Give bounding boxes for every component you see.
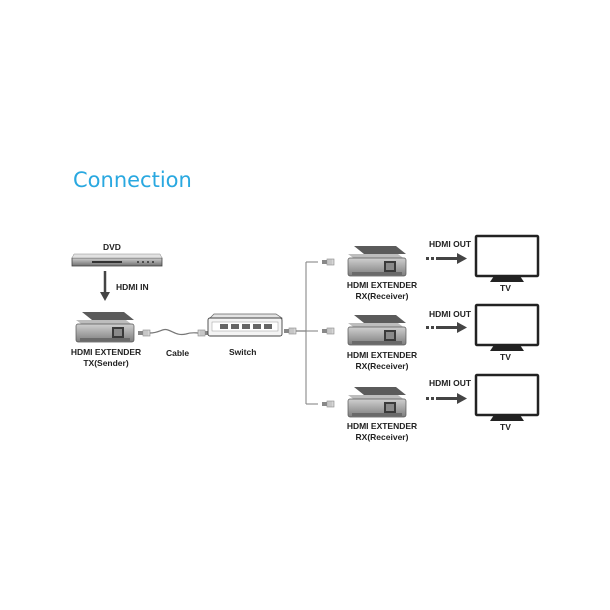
hdmi-out-arrow-icon (436, 253, 467, 404)
distribution-lines (305, 261, 318, 405)
switch-label: Switch (229, 347, 257, 357)
cable-connector-icon (321, 258, 335, 408)
rx-extender-box-icon-3 (347, 386, 407, 418)
tv-icon-2 (474, 303, 540, 353)
rx-label-line1: HDMI EXTENDER (346, 350, 418, 360)
tx-label-line1: HDMI EXTENDER (70, 347, 142, 357)
dvd-player-icon (71, 253, 163, 267)
rx-label-3: HDMI EXTENDER RX(Receiver) (334, 421, 430, 443)
rx-label-1: HDMI EXTENDER RX(Receiver) (334, 280, 430, 302)
dash-marks (426, 257, 434, 400)
rx-label-line1: HDMI EXTENDER (346, 421, 418, 431)
network-switch-icon (207, 313, 284, 337)
tv-icon-3 (474, 373, 540, 423)
hdmi-in-label: HDMI IN (116, 282, 149, 292)
dvd-label: DVD (103, 242, 121, 252)
tx-label: HDMI EXTENDER TX(Sender) (63, 347, 149, 369)
rx-label-line2: RX(Receiver) (355, 361, 409, 371)
tv-label-1: TV (500, 283, 511, 293)
tv-label-2: TV (500, 352, 511, 362)
diagram-title: Connection (73, 168, 192, 192)
rx-label-2: HDMI EXTENDER RX(Receiver) (334, 350, 430, 372)
hdmi-out-label-3: HDMI OUT (429, 378, 472, 388)
tx-label-line2: TX(Sender) (83, 358, 129, 368)
hdmi-out-label-1: HDMI OUT (429, 239, 472, 249)
rx-label-line1: HDMI EXTENDER (346, 280, 418, 290)
hdmi-in-arrow-icon (100, 271, 110, 301)
rx-label-line2: RX(Receiver) (355, 291, 409, 301)
rx-extender-box-icon-1 (347, 245, 407, 277)
tv-label-3: TV (500, 422, 511, 432)
cable-label: Cable (166, 348, 190, 358)
cable-tx-to-switch (137, 328, 211, 337)
cable-switch-out (283, 327, 306, 335)
rx-extender-box-icon-2 (347, 314, 407, 346)
rx-label-line2: RX(Receiver) (355, 432, 409, 442)
tx-extender-box-icon (75, 311, 135, 343)
tv-icon-1 (474, 234, 540, 284)
hdmi-out-label-2: HDMI OUT (429, 309, 472, 319)
